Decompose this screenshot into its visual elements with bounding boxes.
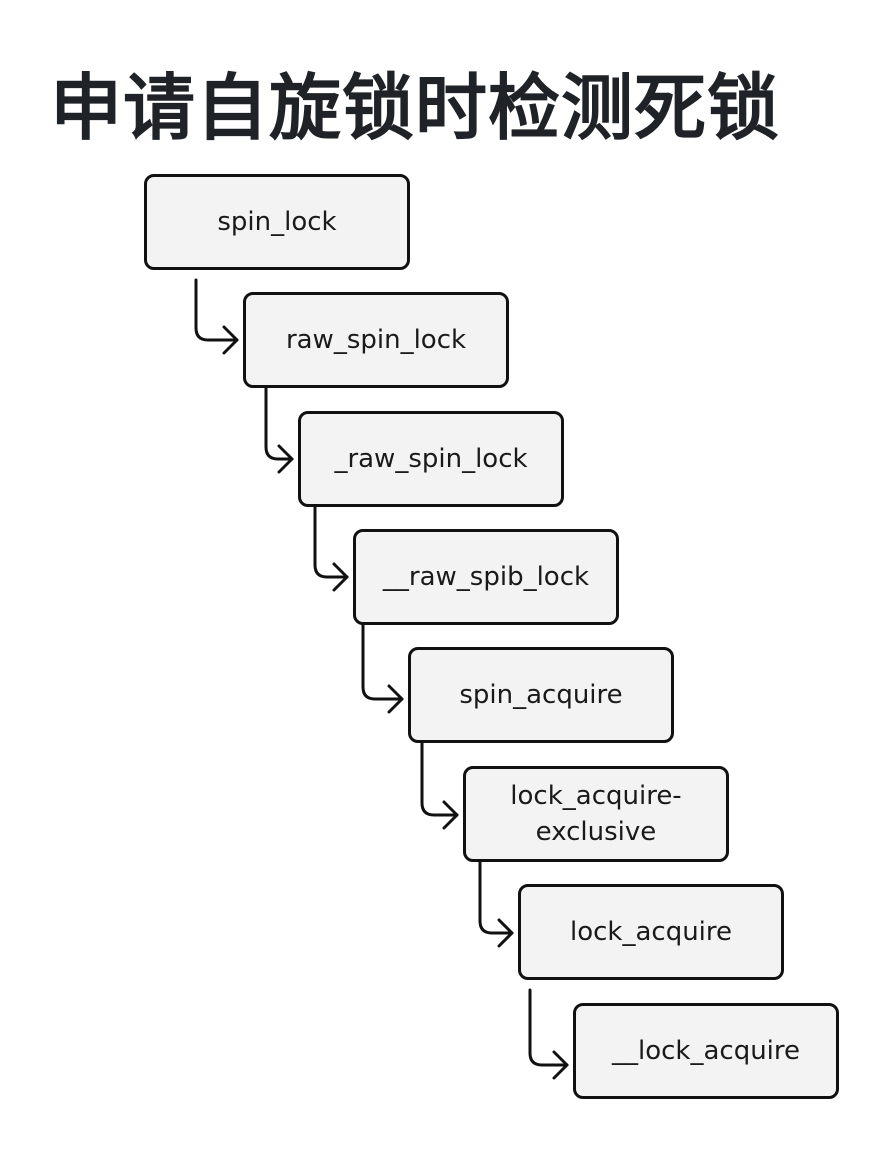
node-label: __lock_acquire	[611, 1036, 801, 1066]
connector-arrow-5-6	[420, 741, 459, 830]
page-title: 申请自旋锁时检测死锁	[50, 66, 781, 150]
node-lock-acquire-exclusive: lock_acquire- exclusive	[463, 766, 729, 862]
connector-arrow-1-2	[194, 278, 239, 355]
node-spin-acquire: spin_acquire	[408, 647, 674, 743]
node-double-underscore-lock-acquire: __lock_acquire	[573, 1003, 839, 1099]
node-label: lock_acquire	[569, 917, 733, 947]
connector-arrow-6-7	[478, 860, 514, 948]
connector-arrow-3-4	[313, 505, 349, 592]
node-label: spin_lock	[217, 207, 337, 237]
node-label: __raw_spib_lock	[382, 562, 590, 592]
node-spin-lock: spin_lock	[144, 174, 410, 270]
node-lock-acquire: lock_acquire	[518, 884, 784, 980]
connector-arrow-4-5	[361, 623, 404, 714]
node-label: _raw_spin_lock	[334, 444, 528, 474]
connector-arrow-7-8	[528, 988, 569, 1080]
node-label: spin_acquire	[459, 680, 623, 710]
node-label: raw_spin_lock	[285, 325, 467, 355]
connector-arrow-2-3	[264, 386, 294, 474]
node-double-underscore-raw-spib-lock: __raw_spib_lock	[353, 529, 619, 625]
node-label: lock_acquire- exclusive	[510, 781, 682, 847]
node-raw-spin-lock: raw_spin_lock	[243, 292, 509, 388]
node-underscore-raw-spin-lock: _raw_spin_lock	[298, 411, 564, 507]
